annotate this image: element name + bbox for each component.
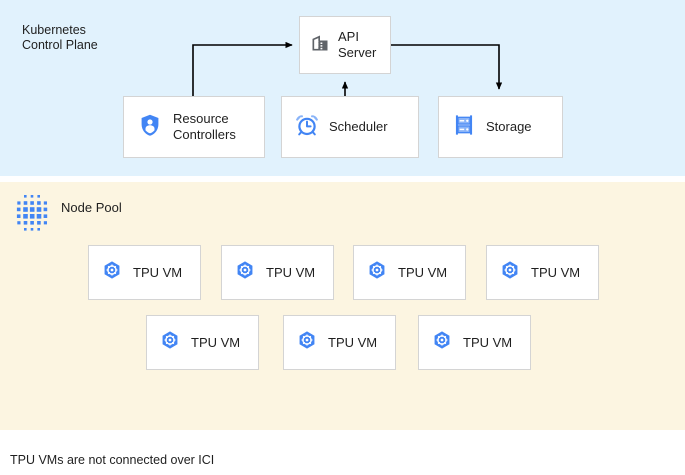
storage-node[interactable]: Storage [438, 96, 563, 158]
resource-controllers-node[interactable]: Resource Controllers [123, 96, 265, 158]
dot-matrix-icon [11, 192, 53, 234]
tpu-vm-label: TPU VM [463, 334, 513, 350]
api-server-label: API Server [338, 29, 377, 60]
tpu-vm-label: TPU VM [328, 334, 378, 350]
tpu-vm-card[interactable]: TPU VM [486, 245, 599, 300]
shield-person-icon [138, 113, 162, 142]
tpu-vm-card[interactable]: TPU VM [221, 245, 334, 300]
tpu-vm-label: TPU VM [133, 264, 183, 280]
tpu-vm-card[interactable]: TPU VM [418, 315, 531, 370]
tpu-vm-card[interactable]: TPU VM [88, 245, 201, 300]
tpu-vm-label: TPU VM [266, 264, 316, 280]
hexagon-gear-icon [101, 259, 123, 286]
hexagon-gear-icon [296, 329, 318, 356]
alarm-clock-icon [295, 113, 319, 142]
tpu-vm-card[interactable]: TPU VM [283, 315, 396, 370]
hexagon-gear-icon [499, 259, 521, 286]
tpu-vm-label: TPU VM [531, 264, 581, 280]
tpu-vm-card[interactable]: TPU VM [146, 315, 259, 370]
hexagon-gear-icon [366, 259, 388, 286]
diagram-caption: TPU VMs are not connected over ICI [10, 453, 215, 467]
server-rack-icon [453, 114, 475, 141]
node-pool-title: Node Pool [61, 200, 122, 215]
hexagon-gear-icon [234, 259, 256, 286]
api-server-node[interactable]: API Server [299, 16, 391, 74]
hexagon-gear-icon [159, 329, 181, 356]
tpu-vm-label: TPU VM [398, 264, 448, 280]
node-pool-panel [0, 182, 685, 430]
building-icon [310, 33, 330, 58]
tpu-vm-card[interactable]: TPU VM [353, 245, 466, 300]
storage-label: Storage [486, 119, 532, 134]
tpu-vm-label: TPU VM [191, 334, 241, 350]
resource-controllers-label: Resource Controllers [173, 111, 236, 142]
hexagon-gear-icon [431, 329, 453, 356]
control-plane-title: Kubernetes Control Plane [22, 23, 98, 52]
scheduler-label: Scheduler [329, 119, 388, 134]
scheduler-node[interactable]: Scheduler [281, 96, 419, 158]
